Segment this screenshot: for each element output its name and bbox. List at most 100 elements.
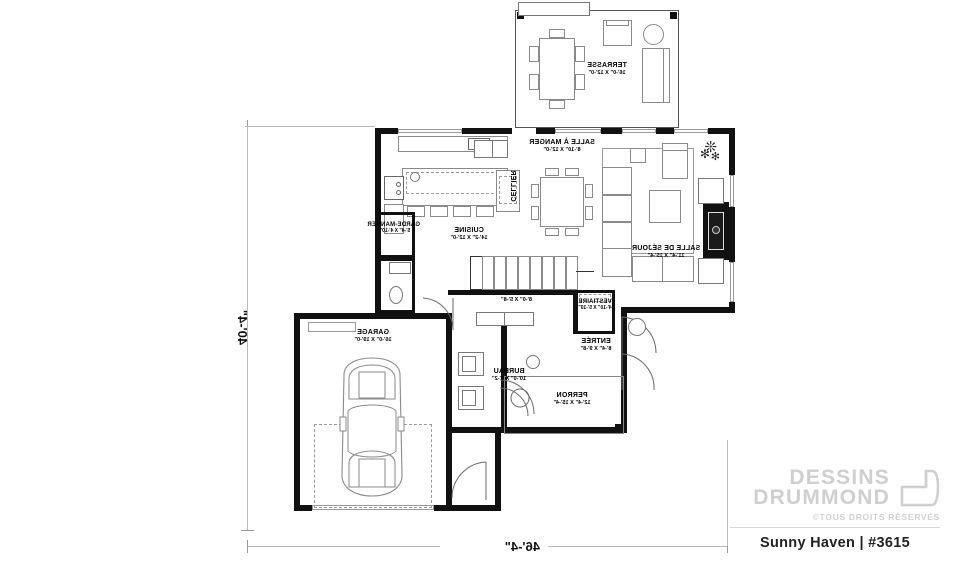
garde-manger-walls <box>375 212 415 258</box>
perron-stair-fan <box>499 379 535 417</box>
entree-name: ENTRÉE <box>581 338 611 345</box>
manger-chair-e2 <box>531 206 539 220</box>
perron-dim: 12'-4" X 15'-4" <box>553 399 591 406</box>
stair-step-8 <box>482 256 494 290</box>
room-label-bureau: BUREAU 10'-0" X 8'-2" <box>478 368 540 382</box>
logo-wordmark: DESSINS DRUMMOND <box>753 466 890 509</box>
wall-rangement-top <box>448 290 578 295</box>
perron-post-sw <box>615 424 622 431</box>
sejour-sectional-seg1 <box>602 167 632 195</box>
entree-dim: 8'-4" X 9'-8" <box>580 345 612 352</box>
wall-garage-link-v <box>495 433 501 511</box>
logo-divider <box>730 527 940 528</box>
room-label-garage: GARAGE 16'-0" X 19'-0" <box>334 329 412 343</box>
window-north-glass-3 <box>555 129 601 133</box>
dim-line-bottom <box>548 546 728 547</box>
garage-name: GARAGE <box>357 329 389 336</box>
bureau-window-seat-1b <box>462 356 476 372</box>
cuisine-stool-1 <box>476 206 494 217</box>
room-label-entree: ENTRÉE 8'-4" X 9'-8" <box>566 338 626 352</box>
window-north-glass-2 <box>622 129 656 133</box>
cuisine-fridge-handle-2 <box>396 190 401 195</box>
foyer-vent-icon <box>712 226 720 234</box>
manger-chair-w1 <box>585 184 593 198</box>
logo-rights: ©TOUS DROITS RÉSERVÉS <box>812 512 940 522</box>
room-label-salle-sejour: SALLE DE SÉJOUR 11'-4" X 15'-4" <box>618 245 714 259</box>
terrasse-chair-e1 <box>529 46 539 62</box>
terrasse-chair-w2 <box>575 74 585 90</box>
wall-south-sejour <box>621 307 735 313</box>
perron-light-fixture <box>526 355 540 369</box>
terrasse-chair-w1 <box>575 46 585 62</box>
manger-chair-n1 <box>565 168 579 176</box>
garage-dim: 16'-0" X 19'-0" <box>354 336 392 343</box>
drummond-house-icon <box>900 469 940 507</box>
stair-step-3 <box>542 256 554 290</box>
sejour-bench-seg <box>632 256 663 282</box>
room-label-cuisine: CUISINE 14'-2" X 12'-0" <box>430 227 508 241</box>
stair-step-5 <box>518 256 530 290</box>
vestiaire-dim: 4'-10" X 5'-10" <box>578 304 612 311</box>
terrasse-armchair-top-back <box>606 20 629 26</box>
manger-dim: 8'-10" X 12'-0" <box>543 146 581 153</box>
cuisine-fridge <box>384 176 404 200</box>
manger-chair-e1 <box>531 184 539 198</box>
powder-vanity <box>389 262 411 274</box>
window-west-glass-2 <box>730 262 734 302</box>
garage-service-door <box>451 461 487 500</box>
dining-niche-x <box>492 140 508 158</box>
sejour-coffee-table <box>649 190 681 223</box>
bureau-window-seat-2b <box>462 390 476 406</box>
branding-block: DESSINS DRUMMOND ©TOUS DROITS RÉSERVÉS S… <box>730 467 940 551</box>
room-label-salle-manger: SALLE À MANGER 8'-10" X 12'-0" <box>516 139 608 153</box>
dim-text-depth: 40'-4" <box>234 309 250 346</box>
dim-tick-bottom-right <box>241 530 254 531</box>
sejour-sectional-seg2 <box>602 195 632 222</box>
terrasse-chair-e2 <box>529 74 539 90</box>
stair-step-1 <box>566 256 578 290</box>
cuisine-stool-2 <box>453 206 471 217</box>
window-north-glass-5 <box>398 129 462 133</box>
room-label-vestiaire: VESTIAIRE 4'-10" X 5'-10" <box>568 299 622 311</box>
cuisine-stool-3 <box>430 206 448 217</box>
foyer-mantel-upper <box>698 178 724 204</box>
sejour-plant-icon-2: ✻ <box>699 147 710 161</box>
terrasse-dim: 16'-0" X 12'-0" <box>588 69 626 76</box>
plan-title: Sunny Haven | #3615 <box>760 535 910 551</box>
manger-chair-w2 <box>585 206 593 220</box>
room-label-terrasse: TERRASSE 16'-0" X 12'-0" <box>567 62 647 76</box>
stair-step-4 <box>530 256 542 290</box>
dim-tick-bottom-right-2 <box>247 540 248 553</box>
terrasse-chair-s <box>549 100 565 109</box>
dim-line-top <box>245 126 375 127</box>
stairs-direction-arrow <box>576 271 594 272</box>
logo-line-2: DRUMMOND <box>753 486 890 509</box>
manger-chair-s2 <box>545 228 559 236</box>
bureau-name: BUREAU <box>493 368 525 375</box>
cuisine-fridge-handle <box>396 182 401 187</box>
sejour-plant-icon-3: ✻ <box>710 151 720 163</box>
cellier-name: CELLIER <box>508 170 516 202</box>
cuisine-dim: 14'-2" X 12'-0" <box>450 234 488 241</box>
sejour-dim: 11'-4" X 15'-4" <box>647 252 685 259</box>
wall-garage-link <box>451 427 501 433</box>
stair-step-6 <box>506 256 518 290</box>
logo-row: DESSINS DRUMMOND <box>730 467 940 509</box>
rangement-cabinet-seg <box>476 312 505 326</box>
terrasse-sofa-back <box>663 48 670 103</box>
stair-step-7 <box>494 256 506 290</box>
window-north-glass-1 <box>674 129 708 133</box>
manger-table <box>540 177 584 227</box>
entree-closet-round <box>628 318 646 336</box>
room-label-cellier: CELLIER <box>508 163 516 209</box>
terrasse-side-table <box>643 24 664 45</box>
foyer-mantel-lower <box>698 258 724 284</box>
terrasse-railing <box>518 2 590 16</box>
wall-garage-east <box>294 313 300 511</box>
dim-line-left <box>727 440 728 546</box>
bureau-dim: 10'-0" X 8'-2" <box>491 375 527 382</box>
terrasse-chair-n <box>549 29 565 38</box>
logo-line-1: DESSINS <box>789 466 890 490</box>
sejour-sofa-back <box>662 143 688 151</box>
